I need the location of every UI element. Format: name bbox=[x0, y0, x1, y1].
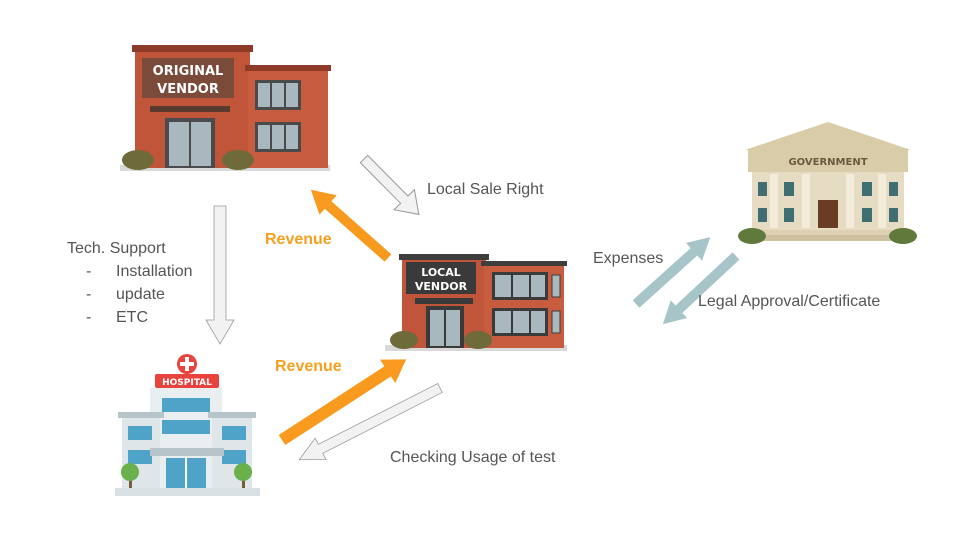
bullet-dash: - bbox=[86, 286, 92, 303]
tech-support-item: - Installation bbox=[86, 263, 193, 281]
local-vendor-sign-line2: VENDOR bbox=[415, 280, 468, 293]
revenue-label-top: Revenue bbox=[265, 231, 332, 248]
expenses-arrow bbox=[632, 237, 711, 308]
local-vendor-building: LOCAL VENDOR bbox=[385, 254, 567, 351]
tree-icon bbox=[121, 463, 139, 488]
bullet-dash: - bbox=[86, 263, 92, 280]
checking-usage-arrow bbox=[298, 383, 443, 461]
revenue-label-bottom: Revenue bbox=[275, 358, 342, 375]
government-building: GOVERNMENT bbox=[738, 122, 917, 244]
legal-approval-label: Legal Approval/Certificate bbox=[698, 293, 881, 310]
tree-icon bbox=[234, 463, 252, 488]
tech-support-label: Tech. Support bbox=[67, 240, 166, 257]
tech-support-arrow bbox=[205, 205, 235, 345]
original-vendor-sign-line2: VENDOR bbox=[157, 82, 219, 97]
tech-item-update: update bbox=[116, 286, 165, 303]
tech-item-installation: Installation bbox=[116, 263, 193, 280]
checking-usage-label: Checking Usage of test bbox=[390, 449, 556, 466]
government-sign: GOVERNMENT bbox=[788, 157, 867, 168]
tech-item-etc: ETC bbox=[116, 309, 148, 326]
local-sale-right-arrow bbox=[359, 154, 420, 216]
tech-support-item: - update bbox=[86, 286, 165, 304]
hospital-cross-icon bbox=[177, 354, 197, 374]
revenue-arrow-top bbox=[310, 189, 392, 262]
revenue-arrow-bottom bbox=[278, 359, 407, 446]
tech-support-item: - ETC bbox=[86, 309, 148, 327]
legal-approval-arrow bbox=[662, 252, 740, 325]
hospital-building: HOSPITAL bbox=[115, 354, 260, 496]
hospital-sign: HOSPITAL bbox=[162, 378, 212, 388]
local-sale-right-label: Local Sale Right bbox=[427, 181, 544, 198]
local-vendor-sign-line1: LOCAL bbox=[421, 266, 461, 279]
expenses-label: Expenses bbox=[593, 250, 664, 267]
bullet-dash: - bbox=[86, 309, 92, 326]
original-vendor-building: ORIGINAL VENDOR bbox=[120, 45, 331, 171]
original-vendor-sign-line1: ORIGINAL bbox=[153, 64, 224, 79]
